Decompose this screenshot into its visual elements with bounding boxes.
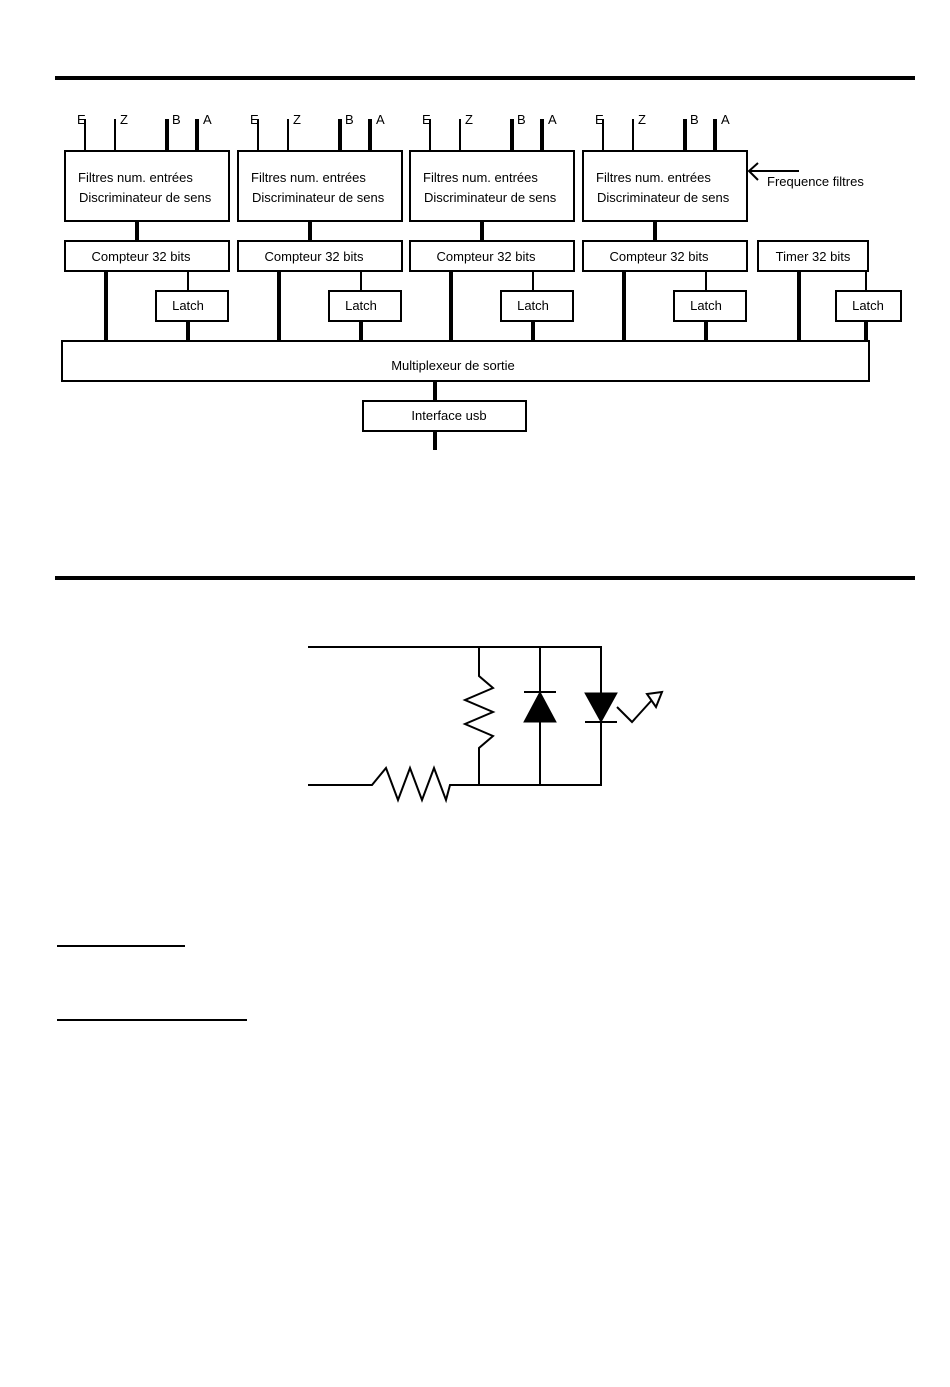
- diode-triangle: [523, 690, 557, 723]
- input-label-b: B: [345, 112, 354, 127]
- filter-frequency-arrow: Frequence filtres: [747, 162, 864, 189]
- filter-label-line2: Discriminateur de sens: [79, 190, 212, 205]
- light-arrow-head-icon: [645, 690, 664, 710]
- input-label-z: Z: [465, 112, 473, 127]
- timer-label: Timer 32 bits: [776, 249, 851, 264]
- latch-box: [328, 290, 402, 322]
- counter-label: Compteur 32 bits: [92, 249, 191, 264]
- input-label-z: Z: [293, 112, 301, 127]
- timer-latch-box: [835, 290, 902, 322]
- latch-box: [155, 290, 229, 322]
- input-label-e: E: [422, 112, 431, 127]
- input-label-z: Z: [120, 112, 128, 127]
- filter-box: [409, 150, 575, 222]
- filter-frequency-label: Frequence filtres: [767, 174, 864, 189]
- latch-label: Latch: [172, 298, 204, 313]
- usb-interface-box: [362, 400, 527, 432]
- filter-label-line1: Filtres num. entrées: [423, 170, 538, 185]
- latch-label: Latch: [517, 298, 549, 313]
- led: [584, 647, 664, 785]
- filter-label-line1: Filtres num. entrées: [78, 170, 193, 185]
- light-emission-arrow: [616, 700, 652, 724]
- filter-label-line2: Discriminateur de sens: [252, 190, 385, 205]
- filter-box: [582, 150, 748, 222]
- timer-column: Timer 32 bits Latch: [757, 240, 902, 341]
- input-label-e: E: [595, 112, 604, 127]
- filter-label-line1: Filtres num. entrées: [251, 170, 366, 185]
- filter-box: [237, 150, 403, 222]
- input-label-b: B: [172, 112, 181, 127]
- usb-interface-label: Interface usb: [411, 408, 486, 423]
- input-circuit-schematic: [308, 646, 664, 804]
- arrow-head-icon: [747, 162, 759, 181]
- filter-label-line1: Filtres num. entrées: [596, 170, 711, 185]
- input-label-b: B: [690, 112, 699, 127]
- led-triangle: [584, 692, 618, 724]
- input-label-a: A: [721, 112, 730, 127]
- latch-box: [500, 290, 574, 322]
- counter-box: [64, 240, 230, 272]
- input-label-e: E: [77, 112, 86, 127]
- parallel-resistor: [462, 647, 496, 785]
- counter-label: Compteur 32 bits: [265, 249, 364, 264]
- input-label-a: A: [548, 112, 557, 127]
- latch-label: Latch: [345, 298, 377, 313]
- latch-box: [673, 290, 747, 322]
- diode: [523, 647, 557, 785]
- timer-box: [757, 240, 869, 272]
- input-label-e: E: [250, 112, 259, 127]
- multiplexer-box: [61, 340, 870, 382]
- input-label-z: Z: [638, 112, 646, 127]
- input-label-a: A: [203, 112, 212, 127]
- input-label-a: A: [376, 112, 385, 127]
- counter-label: Compteur 32 bits: [437, 249, 536, 264]
- multiplexer-label: Multiplexeur de sortie: [391, 358, 515, 373]
- counter-label: Compteur 32 bits: [610, 249, 709, 264]
- input-label-b: B: [517, 112, 526, 127]
- filter-label-line2: Discriminateur de sens: [597, 190, 730, 205]
- timer-latch-label: Latch: [852, 298, 884, 313]
- latch-label: Latch: [690, 298, 722, 313]
- counter-box: [409, 240, 575, 272]
- series-resistor: [308, 765, 602, 804]
- filter-label-line2: Discriminateur de sens: [424, 190, 557, 205]
- counter-box: [582, 240, 748, 272]
- filter-box: [64, 150, 230, 222]
- counter-box: [237, 240, 403, 272]
